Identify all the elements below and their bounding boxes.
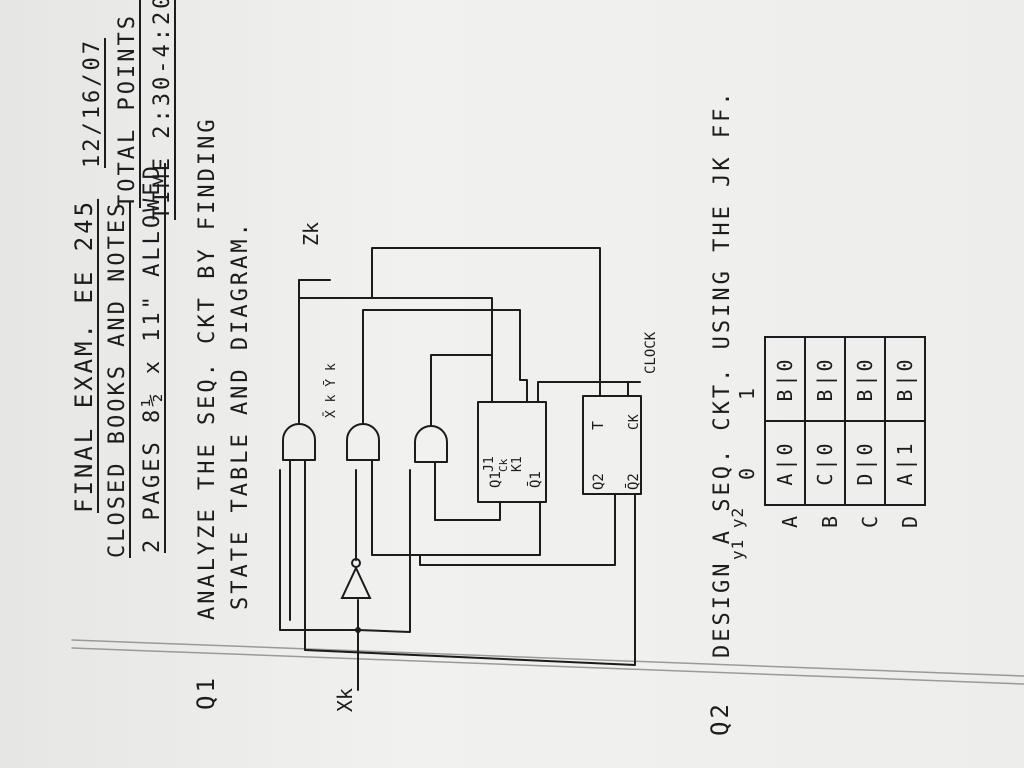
ff1-ck-label: Ck: [497, 458, 510, 472]
q1-instruction-1: ANALYZE THE SEQ. CKT BY FINDING: [195, 116, 220, 620]
wire: [430, 354, 493, 427]
ff2-qbar-label: Q̄2: [624, 473, 642, 490]
table-row: A|1 B|0: [885, 337, 925, 505]
jk-flip-flop-1: [477, 401, 547, 503]
wire: [298, 297, 493, 425]
gate-note: X̄ k Ȳ k: [324, 363, 339, 418]
q1-label: Q1: [192, 675, 220, 710]
wire: [362, 309, 528, 425]
table-cell: D|0: [845, 421, 885, 505]
ff1-k-label: K1: [510, 456, 525, 472]
wire: [434, 501, 501, 521]
exam-rule-pages: 2 PAGES 8½ x 11" ALLOWED: [140, 163, 165, 553]
ff2-q-label: Q2: [591, 473, 607, 490]
wire: [357, 469, 411, 633]
table-cell: B|0: [765, 337, 805, 421]
ff1-j-label: J1: [482, 456, 497, 472]
exam-points: TOTAL POINTS 40: [115, 0, 140, 208]
col-header-1: 1: [735, 384, 759, 400]
wire: [371, 501, 541, 556]
output-z-label: Zk: [299, 222, 323, 246]
margin-line: [71, 639, 1024, 677]
ff2-t-label: T: [589, 421, 607, 430]
table-cell: B|0: [805, 337, 845, 421]
exam-rule-books: CLOSED BOOKS AND NOTES: [105, 200, 130, 558]
wire: [279, 469, 359, 691]
and-gate-1: [282, 423, 316, 461]
ff1-q-label: Q1: [488, 471, 504, 488]
table-cell: B|0: [845, 337, 885, 421]
clock-label: CLOCK: [643, 331, 659, 374]
q2-instruction: DESIGN A SEQ. CKT. USING THE JK FF.: [710, 89, 735, 658]
table-row: A|0 B|0: [765, 337, 805, 505]
state-table-corner: y1 y2: [728, 506, 747, 560]
ff2-ck-label: CK: [627, 414, 642, 430]
and-gate-2: [346, 423, 380, 461]
exam-title: FINAL EXAM. EE 245: [70, 198, 98, 513]
input-x-label: Xk: [333, 688, 357, 712]
exam-time: TIME 2:30-4:20PM: [150, 0, 175, 220]
clock-wire: [537, 381, 641, 403]
and-gate-3: [414, 425, 448, 463]
t-flip-flop-2: [582, 395, 642, 495]
col-header-0: 0: [735, 464, 759, 480]
q2-label: Q2: [706, 701, 734, 736]
margin-line: [71, 647, 1024, 685]
table-row: C|0 B|0: [805, 337, 845, 505]
exam-date: 12/16/07: [80, 38, 105, 168]
inverter: [340, 565, 372, 599]
table-cell: C|0: [805, 421, 845, 505]
state-table: A|0 B|0 C|0 B|0 D|0 B|0 A|1 B|0: [764, 336, 926, 506]
q1-instruction-2: STATE TABLE AND DIAGRAM.: [228, 220, 253, 610]
table-cell: A|1: [885, 421, 925, 505]
table-cell: A|0: [765, 421, 805, 505]
wire: [419, 493, 616, 566]
table-cell: B|0: [885, 337, 925, 421]
state-row-d: D: [898, 512, 922, 528]
table-row: D|0 B|0: [845, 337, 885, 505]
wire: [371, 247, 601, 397]
state-row-a: A: [778, 512, 802, 528]
state-row-c: C: [858, 512, 882, 528]
state-row-b: B: [818, 512, 842, 528]
ff1-qbar-label: Q̄1: [526, 471, 544, 488]
wire: [304, 493, 636, 666]
